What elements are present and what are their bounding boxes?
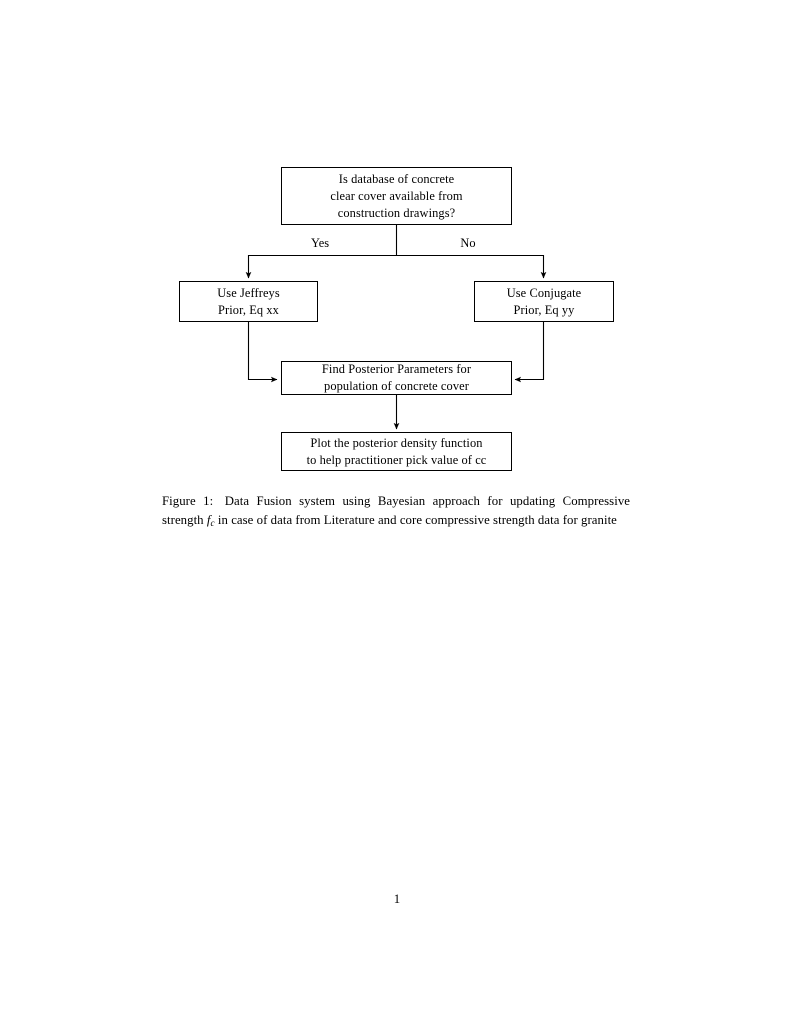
math-subscript: c	[210, 518, 215, 529]
node-text-line: construction drawings?	[337, 205, 456, 220]
edge-label-no: No	[460, 236, 476, 250]
caption-text-after-math: in case of data from Literature and core…	[214, 513, 617, 528]
connector-conjugate-to-posterior	[514, 322, 545, 383]
node-text-line: Plot the posterior density function	[310, 435, 483, 450]
caption-label: Figure 1:	[162, 494, 214, 508]
node-text-line: to help practitioner pick value of cc	[306, 452, 487, 467]
figure-caption: Figure 1: Data Fusion system using Bayes…	[162, 492, 630, 533]
figure-flowchart: Is database of concrete clear cover avai…	[0, 0, 794, 490]
edge-label-yes: Yes	[310, 236, 330, 250]
flow-node-jeffreys-prior: Use Jeffreys Prior, Eq xx	[179, 281, 318, 322]
flow-node-find-posterior-parameters: Find Posterior Parameters for population…	[281, 361, 512, 395]
flow-node-question: Is database of concrete clear cover avai…	[281, 167, 512, 225]
node-text-line: Use Jeffreys	[217, 285, 280, 300]
caption-text-before-math: Data Fusion system using Bayesian approa…	[162, 494, 630, 528]
page-number: 1	[393, 892, 401, 906]
flowchart-connectors	[245, 225, 547, 430]
caption-math-symbol: fc	[206, 513, 215, 529]
node-text-line: Use Conjugate	[506, 285, 582, 300]
node-text-line: Is database of concrete	[338, 171, 455, 186]
node-text-line: Prior, Eq xx	[218, 302, 279, 317]
node-text-line: population of concrete cover	[324, 379, 469, 393]
flow-node-plot-posterior-density: Plot the posterior density function to h…	[281, 432, 512, 471]
flow-node-conjugate-prior: Use Conjugate Prior, Eq yy	[474, 281, 614, 322]
node-text-line: clear cover available from	[330, 188, 463, 203]
connector-jeffreys-to-posterior	[247, 322, 278, 383]
node-text-line: Prior, Eq yy	[513, 302, 575, 317]
node-text-line: Find Posterior Parameters for	[321, 362, 472, 376]
math-variable: f	[206, 513, 211, 528]
